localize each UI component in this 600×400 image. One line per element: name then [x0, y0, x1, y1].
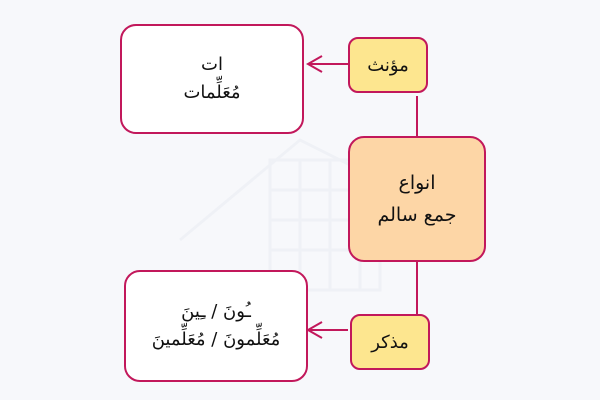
center-node: انواع جمع سالم [348, 136, 486, 262]
arrow-masculine-line [308, 329, 348, 331]
masculine-example: مُعَلِّمونَ / مُعَلِّمینَ [151, 329, 281, 350]
feminine-label-text: مؤنث [367, 54, 409, 76]
arrowhead-masculine-icon [305, 321, 323, 339]
connector-center-to-feminine [416, 96, 418, 136]
feminine-suffix: ات [201, 54, 223, 75]
feminine-example: مُعَلِّمات [183, 82, 241, 103]
masculine-result-box: ـُونَ / ـِینَ مُعَلِّمونَ / مُعَلِّمینَ [124, 270, 308, 382]
masculine-label-text: مذکر [371, 331, 409, 353]
feminine-result-box: ات مُعَلِّمات [120, 24, 304, 134]
arrow-feminine-line [308, 63, 348, 65]
arrowhead-feminine-icon [305, 55, 323, 73]
center-line2: جمع سالم [377, 204, 457, 226]
masculine-suffix: ـُونَ / ـِینَ [181, 301, 251, 322]
feminine-label: مؤنث [348, 37, 428, 93]
masculine-label: مذکر [350, 314, 430, 370]
center-line1: انواع [398, 172, 436, 194]
connector-center-to-masculine [416, 262, 418, 314]
